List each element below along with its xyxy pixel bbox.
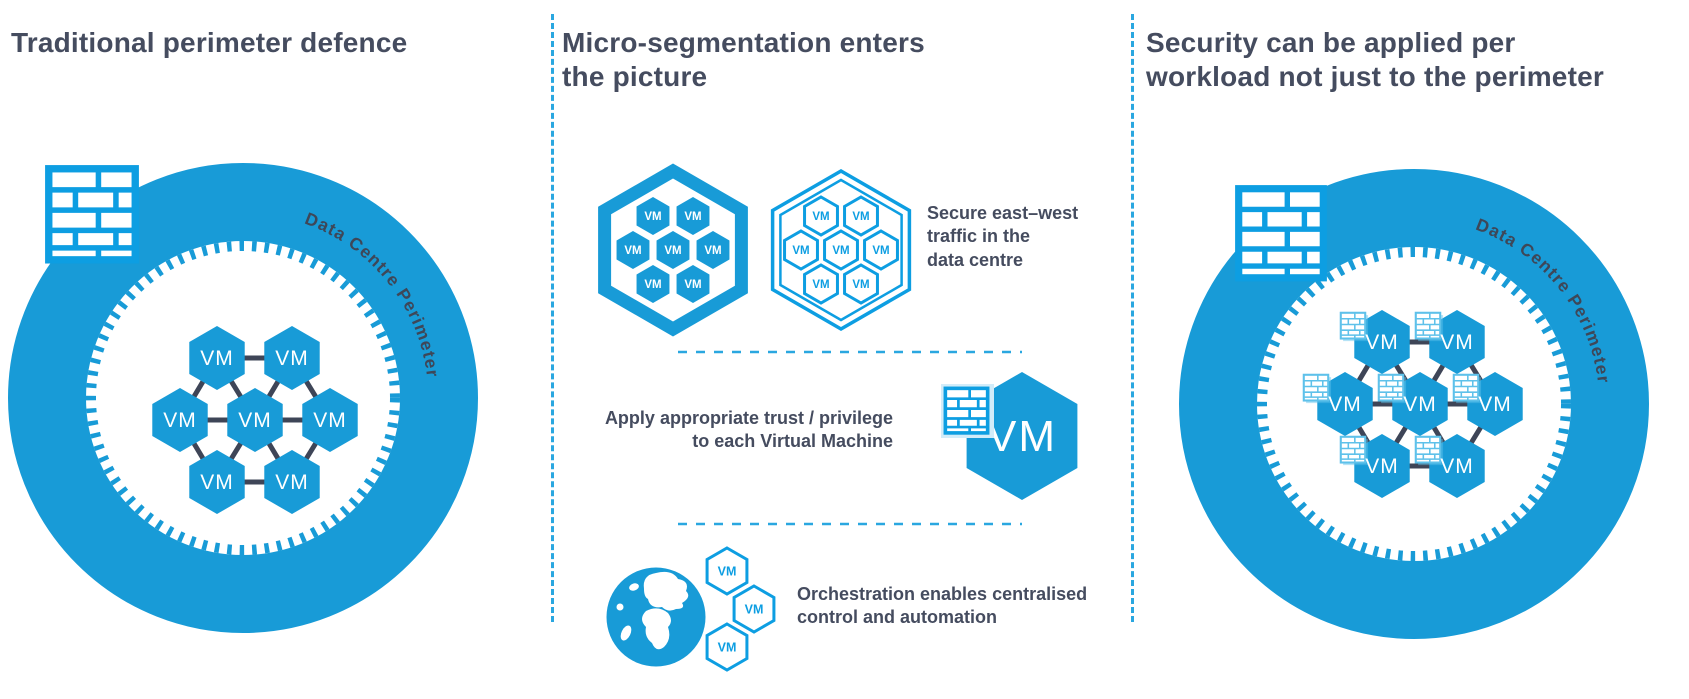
vm-hexagon	[1317, 372, 1373, 436]
globe-icon	[606, 567, 706, 667]
vm-stack: VM VM VM	[705, 546, 776, 672]
vm-hexagon	[803, 195, 839, 237]
vm-label: VM	[745, 603, 764, 617]
perimeter-ring	[8, 163, 478, 633]
vm-hexagon	[189, 326, 245, 390]
vm-hexagon	[302, 388, 358, 452]
caption-trust-privilege: Apply appropriate trust / privilege to e…	[604, 408, 893, 452]
vm-hexagon	[823, 229, 859, 271]
vm-hexagon	[1429, 434, 1485, 498]
vm-label: VM	[1440, 455, 1474, 478]
vm-label: VM	[313, 409, 347, 432]
vm-hexagon	[843, 195, 879, 237]
firewall-icon	[49, 169, 135, 260]
caption-east-west: Secure east–west traffic in the data cen…	[927, 203, 1079, 270]
vm-label: VM	[200, 347, 234, 370]
vm-hexagon	[1429, 310, 1485, 374]
vm-label: VM	[792, 245, 809, 257]
vm-hexagon	[616, 231, 650, 269]
vm-label: VM	[275, 471, 309, 494]
vm-hexagon	[705, 546, 749, 596]
column-separator-right	[1131, 14, 1134, 622]
vm-hexagon	[636, 265, 670, 303]
vm-hexagon	[1354, 310, 1410, 374]
perimeter-ring	[1179, 169, 1649, 639]
vm-label: VM	[832, 245, 849, 257]
vm-label: VM	[644, 279, 661, 291]
vm-firewall-badge-icon	[1341, 313, 1368, 341]
vm-firewall-badge-icon	[1304, 375, 1331, 403]
vm-label: VM	[644, 211, 661, 223]
vm-cluster: VM VM VM VM VM VM VM	[152, 326, 358, 514]
vm-firewall-badge-icon	[1341, 437, 1368, 465]
vm-hexagon	[1354, 434, 1410, 498]
perimeter-ring-teeth	[86, 241, 400, 555]
vm-firewall-badge-icon	[1379, 375, 1406, 403]
vm-label: VM	[812, 279, 829, 291]
vm-hexagon	[843, 263, 879, 305]
vm-hexagon	[676, 197, 710, 235]
vm-hexagon	[264, 450, 320, 514]
vm-firewall-badge-icon	[1416, 437, 1443, 465]
right-panel-title: Security can be applied per workload not…	[1146, 27, 1604, 92]
vm-label: VM	[718, 641, 737, 655]
vm-firewall-badge-icon	[1454, 375, 1481, 403]
firewall-icon	[1239, 189, 1324, 278]
vm-label: VM	[624, 245, 641, 257]
vm-label: VM	[1365, 331, 1399, 354]
vm-label: VM	[1440, 331, 1474, 354]
vm-label: VM	[163, 409, 197, 432]
vm-hexagon	[264, 326, 320, 390]
perimeter-ring-teeth	[1257, 247, 1571, 561]
vm-label: VM	[872, 245, 889, 257]
vm-hexagon	[783, 229, 819, 271]
vm-cluster-secured: VM VM VM VM VM VM VM	[1304, 310, 1523, 498]
vm-hexagon	[705, 622, 749, 672]
vm-label: VM	[684, 211, 701, 223]
vm-label: VM	[1365, 455, 1399, 478]
middle-panel-graphic: VM VM VM VM VM VM VM VM VM VM VM VM VM VM VM	[598, 163, 1078, 672]
left-panel-title: Traditional perimeter defence	[11, 27, 408, 58]
vm-label: VM	[1403, 393, 1437, 416]
vm-label: VM	[684, 279, 701, 291]
column-separator-left	[551, 14, 554, 622]
vm-label: VM	[852, 279, 869, 291]
vm-label: VM	[664, 245, 681, 257]
big-vm-label: VM	[987, 412, 1057, 461]
vm-hexagon	[656, 231, 690, 269]
vm-firewall-badge-icon	[1416, 313, 1443, 341]
vm-hexagon	[1392, 372, 1448, 436]
vm-label: VM	[238, 409, 272, 432]
vm-label: VM	[275, 347, 309, 370]
vm-label: VM	[1478, 393, 1512, 416]
vm-hexagon	[189, 450, 245, 514]
vm-hexagon	[863, 229, 899, 271]
big-vm-hexagon	[966, 372, 1078, 500]
vm-label: VM	[718, 565, 737, 579]
vm-hexagon	[732, 584, 776, 634]
middle-panel-title: Micro-segmentation enters the picture	[562, 27, 925, 92]
vm-label: VM	[812, 211, 829, 223]
mini-vm-cluster-outline: VM VM VM VM VM VM VM	[783, 195, 899, 305]
vm-hexagon	[636, 197, 670, 235]
honeycomb-hexagon-outline-inner	[779, 178, 903, 322]
caption-orchestration: Orchestration enables centralised contro…	[797, 584, 1088, 628]
vm-hexagon	[676, 265, 710, 303]
vm-label: VM	[704, 245, 721, 257]
vm-label: VM	[852, 211, 869, 223]
vm-hexagon	[152, 388, 208, 452]
vm-label: VM	[1328, 393, 1362, 416]
firewall-icon	[943, 386, 990, 435]
vm-hexagon	[803, 263, 839, 305]
mini-vm-cluster-filled: VM VM VM VM VM VM VM	[616, 197, 730, 303]
vm-hexagon	[227, 388, 283, 452]
vm-hexagon	[1467, 372, 1523, 436]
vm-label: VM	[200, 471, 234, 494]
vm-hexagon	[696, 231, 730, 269]
